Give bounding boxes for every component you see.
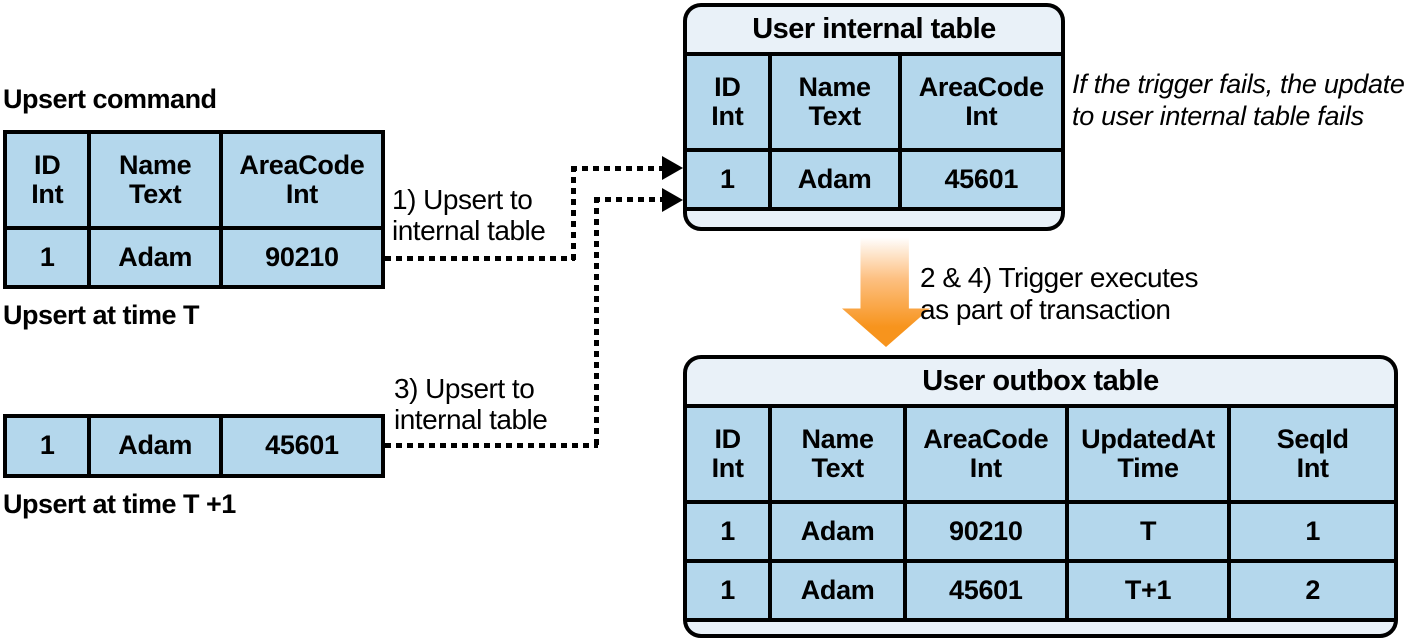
upsert-command-table: ID Int Name Text AreaCode Int 1 Adam 902…: [3, 130, 385, 289]
step3-label: 3) Upsert to internal table: [394, 373, 548, 435]
outbox-col-id: ID Int: [687, 408, 769, 500]
outbox-r2-updatedat: T+1: [1068, 563, 1228, 618]
user-outbox-table-grid: ID Int Name Text AreaCode Int UpdatedAt …: [687, 408, 1394, 618]
outbox-r2-id: 1: [687, 563, 769, 618]
flow1-segment-horizontal: [385, 256, 575, 261]
upsert-time-t1-label: Upsert at time T +1: [3, 489, 236, 519]
command-col-name: Name Text: [91, 134, 219, 226]
trigger-fails-note: If the trigger fails, the update to user…: [1072, 69, 1405, 131]
outbox-card-footer-strip: [687, 622, 1394, 634]
flow1-segment-vertical: [571, 166, 576, 261]
internal-card-footer-strip: [687, 211, 1061, 227]
command-cell-areacode: 90210: [222, 230, 381, 285]
internal-col-areacode: AreaCode Int: [901, 56, 1061, 148]
flow1-segment-into-table: [571, 166, 664, 171]
command-cell-name: Adam: [91, 230, 219, 285]
command-cell-id: 1: [7, 230, 88, 285]
upsert-command-label: Upsert command: [3, 84, 217, 114]
t1-cell-areacode: 45601: [222, 418, 381, 474]
command-col-areacode: AreaCode Int: [222, 134, 381, 226]
internal-cell-name: Adam: [771, 152, 898, 207]
command-col-id: ID Int: [7, 134, 88, 226]
user-internal-table-title: User internal table: [687, 7, 1061, 52]
outbox-r1-updatedat: T: [1068, 504, 1228, 559]
outbox-col-updatedat: UpdatedAt Time: [1068, 408, 1228, 500]
step1-label: 1) Upsert to internal table: [392, 184, 546, 246]
internal-col-name: Name Text: [771, 56, 898, 148]
t1-cell-id: 1: [7, 418, 88, 474]
user-outbox-table-card: User outbox table ID Int Name Text AreaC…: [683, 355, 1398, 638]
t1-cell-name: Adam: [91, 418, 219, 474]
outbox-r1-id: 1: [687, 504, 769, 559]
outbox-col-name: Name Text: [772, 408, 903, 500]
outbox-r1-name: Adam: [772, 504, 903, 559]
step24-label: 2 & 4) Trigger executes as part of trans…: [920, 262, 1198, 325]
flow3-segment-horizontal: [385, 443, 598, 448]
upsert-time-t1-table: 1 Adam 45601: [3, 414, 385, 478]
flow1-arrowhead-icon: [662, 156, 683, 180]
internal-cell-areacode: 45601: [901, 152, 1061, 207]
outbox-r2-areacode: 45601: [906, 563, 1065, 618]
outbox-r2-seqid: 2: [1231, 563, 1394, 618]
outbox-col-seqid: SeqId Int: [1231, 408, 1394, 500]
flow3-segment-into-table: [594, 197, 664, 202]
user-internal-table-card: User internal table ID Int Name Text Are…: [683, 3, 1065, 231]
internal-col-id: ID Int: [687, 56, 768, 148]
internal-cell-id: 1: [687, 152, 768, 207]
trigger-arrow-icon: [842, 237, 930, 347]
flow3-arrowhead-icon: [662, 188, 683, 212]
user-internal-table-grid: ID Int Name Text AreaCode Int 1 Adam 456…: [687, 56, 1061, 207]
user-outbox-table-title: User outbox table: [687, 359, 1394, 404]
outbox-col-areacode: AreaCode Int: [906, 408, 1065, 500]
upsert-time-t-label: Upsert at time T: [3, 300, 200, 330]
flow3-segment-vertical: [594, 197, 599, 448]
outbox-r1-seqid: 1: [1231, 504, 1394, 559]
outbox-r1-areacode: 90210: [906, 504, 1065, 559]
outbox-r2-name: Adam: [772, 563, 903, 618]
